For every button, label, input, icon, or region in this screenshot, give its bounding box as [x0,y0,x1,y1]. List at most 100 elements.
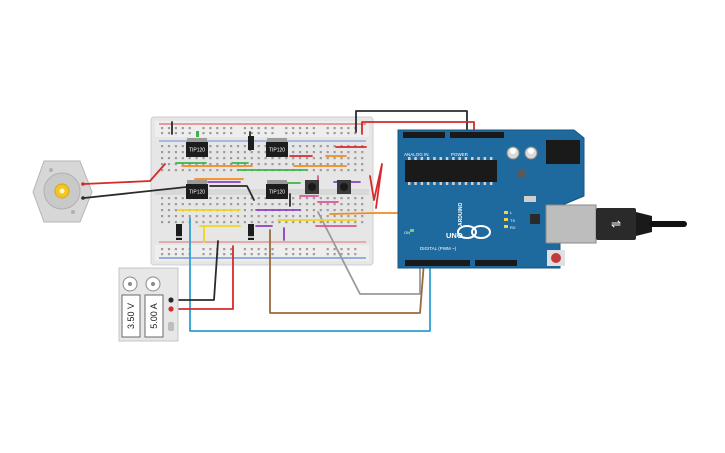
breadboard-hole [243,203,246,206]
breadboard-hole [271,253,274,256]
supply-terminal-positive[interactable] [168,306,174,312]
breadboard-hole [312,203,315,206]
breadboard-hole [161,145,164,148]
breadboard-hole [216,221,219,224]
breadboard-hole [292,248,295,251]
breadboard-hole [236,151,240,154]
breadboard-hole [305,248,309,251]
breadboard-hole [236,145,240,148]
chip-pin [433,157,436,160]
chip-pin [414,182,417,185]
breadboard-hole [285,248,288,251]
breadboard-hole [271,248,274,251]
diode-3[interactable] [248,136,254,150]
breadboard-hole [223,248,226,251]
breadboard-hole [216,127,219,130]
breadboard-hole [250,209,253,212]
transistor-q4[interactable]: TIP120 [266,180,288,199]
breadboard-hole [161,209,164,212]
breadboard-hole [264,215,267,218]
breadboard-hole [161,132,164,135]
breadboard-hole [361,215,364,218]
breadboard-hole [243,248,246,251]
breadboard-hole [292,221,295,224]
dc-jack[interactable] [546,140,580,164]
breadboard-hole [243,197,246,200]
breadboard-hole [333,209,336,212]
breadboard-hole [167,215,171,218]
breadboard-hole [250,127,253,130]
breadboard-hole [361,151,364,154]
breadboard-hole [167,145,171,148]
transistor-q1[interactable]: TIP120 [186,131,208,157]
breadboard-hole [333,253,336,256]
breadboard-hole [326,215,329,218]
chip-pin [452,157,455,160]
breadboard-hole [167,197,171,200]
power-supply[interactable]: 3.50 V 5.00 A [118,267,179,342]
breadboard-hole [340,253,343,256]
breadboard-hole [216,169,219,172]
breadboard-hole [361,169,364,172]
breadboard-hole [174,248,177,251]
breadboard-hole [202,157,205,160]
breadboard-hole [340,203,343,206]
reset-button[interactable] [551,253,561,263]
breadboard-hole [278,203,281,206]
tx-label: TX [510,218,515,223]
breadboard-hole [354,209,357,212]
breadboard-hole [340,157,343,160]
wire-gray-to-pin [317,211,421,295]
breadboard-hole [223,127,226,130]
breadboard-hole [299,145,302,148]
breadboard-hole [250,151,253,154]
motor-terminal-minus[interactable] [81,196,85,200]
wire-red-top-to-arduino [361,121,475,135]
breadboard-hole [278,163,281,166]
usb-icon: ⇌ [611,217,621,231]
breadboard-hole [299,221,302,224]
breadboard-hole [161,169,164,172]
breadboard-hole [257,145,260,148]
supply-terminal-negative[interactable] [168,297,174,303]
motor-terminal-plus[interactable] [81,182,85,186]
breadboard-hole [312,145,315,148]
breadboard-hole [305,209,309,212]
breadboard-hole [243,151,246,154]
pushbutton-2[interactable] [337,180,351,194]
breadboard-hole [250,248,253,251]
breadboard-hole [236,221,240,224]
breadboard-hole [305,197,309,200]
chip-pin [464,157,468,160]
breadboard-hole [216,215,219,218]
breadboard-hole [312,215,315,218]
usb-port[interactable] [545,204,597,244]
breadboard-hole [250,197,253,200]
breadboard-hole [271,215,274,218]
transistor-q3[interactable]: TIP120 [186,180,208,199]
breadboard-hole [326,151,329,154]
breadboard-hole [236,215,240,218]
breadboard-hole [216,132,219,135]
breadboard-hole [216,151,219,154]
diode-1[interactable] [176,224,182,240]
dc-motor[interactable] [32,160,93,223]
breadboard-hole [361,203,364,206]
breadboard-hole [292,157,295,160]
breadboard-hole [340,127,343,130]
transistor-q2[interactable]: TIP120 [266,138,288,157]
diode-2[interactable] [248,224,254,240]
breadboard-hole [236,197,240,200]
breadboard-hole [333,248,336,251]
breadboard-hole [299,215,302,218]
breadboard-hole [174,203,177,206]
wire-brown-to-pin [269,229,425,314]
chip-pin [458,157,461,160]
breadboard-hole [209,145,212,148]
arduino-uno[interactable]: UNO ARDUINO ANALOG IN POWER DIGITAL (PWM… [397,129,597,269]
breadboard-hole [347,215,350,218]
pushbutton-1[interactable] [305,180,319,194]
chip-pin [426,157,430,160]
breadboard-hole [347,132,350,135]
